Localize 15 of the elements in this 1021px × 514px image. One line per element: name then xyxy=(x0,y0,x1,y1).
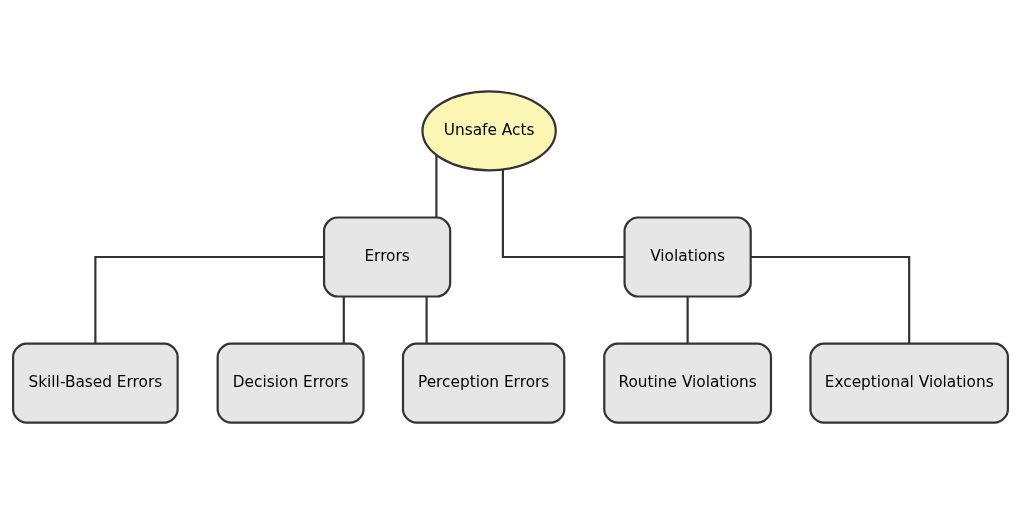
connector xyxy=(686,296,689,344)
node-box: Decision Errors xyxy=(216,342,365,424)
connector xyxy=(501,169,625,259)
node-box: Errors xyxy=(322,216,452,298)
connector xyxy=(435,155,438,218)
connector xyxy=(94,255,324,344)
node-ellipse: Unsafe Acts xyxy=(421,90,557,172)
connector xyxy=(342,296,345,344)
connector xyxy=(750,255,911,344)
node-box: Perception Errors xyxy=(401,342,566,424)
node-box: Routine Violations xyxy=(603,342,773,424)
connector xyxy=(425,296,428,344)
node-box: Exceptional Violations xyxy=(809,342,1009,424)
node-box: Violations xyxy=(623,216,752,298)
node-box: Skill-Based Errors xyxy=(12,342,179,424)
